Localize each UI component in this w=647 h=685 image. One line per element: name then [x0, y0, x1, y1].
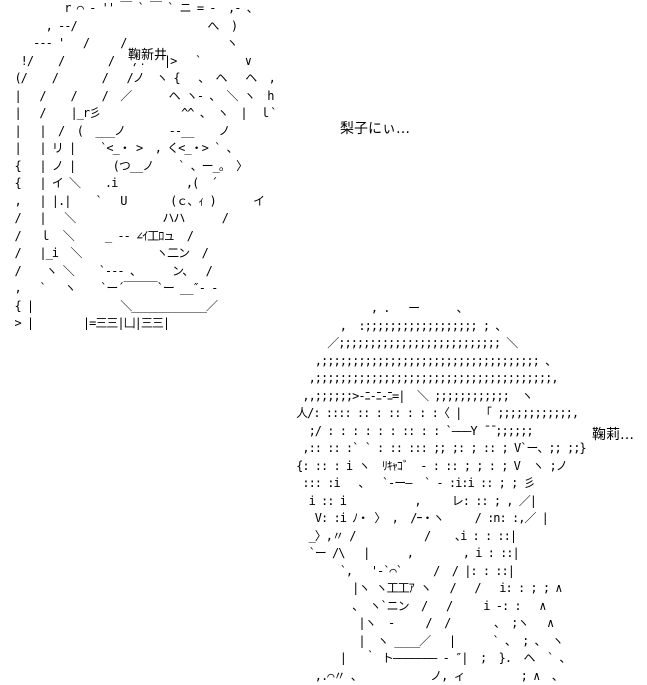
right-ascii-art-character: , . ー 、 , :;;;;;;;;;;;;;;;;;; ; 、 ／;;;;;…	[296, 301, 587, 683]
name-tag-label: 鞠新井	[128, 44, 168, 63]
speech-text-left: 梨子にぃ…	[340, 121, 410, 137]
speech-text-right: 鞠莉…	[592, 427, 634, 443]
left-ascii-art-character: r ⌒ ‐ '' ￣ ` ￣ ` ニ = ‐ ,- 、 , -‐/ へ ) _‐…	[14, 1, 277, 330]
